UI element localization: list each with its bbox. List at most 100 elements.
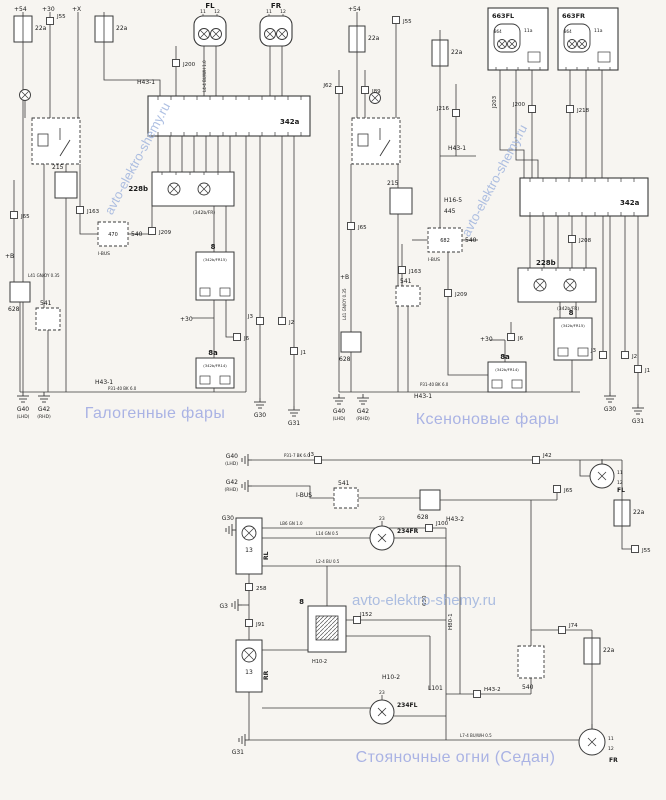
wire-label: L7-4 BU/WH 0.5	[460, 733, 492, 738]
section-title-xenon: Ксеноновые фары	[415, 411, 560, 428]
diagram-label: J55	[402, 19, 412, 25]
sq-j55: J55	[46, 14, 66, 25]
gnd-g31: G31	[632, 404, 644, 425]
box-215: 215	[52, 164, 78, 199]
diagram-label: RL	[263, 551, 270, 560]
fuse-22a: 22a	[348, 25, 380, 53]
diagram-label: (LHD)	[333, 416, 346, 422]
diagram-label: 215	[387, 180, 399, 187]
diagram-label: J6	[243, 336, 250, 342]
relaybox-32	[31, 117, 81, 165]
diagram-label: (RHD)	[356, 416, 370, 422]
diagram-label: 215	[52, 164, 64, 171]
label-h43-1: H43-1	[448, 145, 466, 152]
label-+54: +54	[14, 6, 27, 13]
wire	[103, 42, 161, 96]
diagram-label: (342b/FR14)	[203, 363, 227, 368]
diagram-label: J3	[308, 452, 315, 458]
diagram-label: J200	[182, 62, 196, 68]
gnd-g30: G30	[254, 398, 266, 419]
diagram-label: J208	[578, 238, 592, 244]
label-+b: +B	[5, 253, 14, 260]
diagram-label: 22a	[633, 509, 645, 516]
diagram-label: +30	[180, 316, 193, 323]
diagram-label: 22a	[451, 49, 463, 56]
diagram-label: L2-4 BU 0.5	[316, 559, 340, 564]
fuse-22a: 22a	[583, 637, 615, 665]
pinbox-342a: 342a	[147, 95, 311, 137]
label-i-bus: I-BUS	[296, 492, 312, 499]
diagram-label: (342b/FR14)	[495, 367, 519, 372]
vlabel-h80-1: H80-1	[448, 613, 454, 630]
diagram-label: G30	[222, 515, 234, 522]
sq-j62: J62	[322, 83, 343, 94]
dbox-541: 541	[395, 278, 421, 307]
diagram-label: 8a	[208, 349, 218, 357]
diagram-label: (RHD)	[37, 414, 51, 420]
wire-label: L41 GN/OY 0.35	[342, 288, 347, 320]
sq-j216: J216	[436, 106, 460, 117]
label-l101: L101	[428, 685, 443, 692]
diagram-label: J3	[247, 314, 254, 320]
diagram-label: +X	[72, 6, 81, 13]
diagram-label: (342b/FR)	[193, 210, 215, 216]
diagram-label: 258	[256, 586, 267, 592]
diagram-label: J209	[454, 292, 468, 298]
sq-j200: J200	[172, 59, 196, 68]
sq-j74: J74	[558, 623, 578, 634]
diagram-label: J6	[517, 336, 524, 342]
diagram-label: P31-40 BK 6.0	[420, 382, 449, 387]
vlabel-630: 630	[422, 595, 428, 606]
sq-j3: J3	[590, 348, 607, 359]
diagram-label: J65	[357, 225, 367, 231]
fuse-22a: 22a	[613, 499, 645, 527]
pinbox2-8a: 8a (342b/FR14)	[195, 349, 235, 389]
diagram-label: L41 GN/OY 0.35	[342, 288, 347, 320]
diagram-label: 540	[522, 684, 534, 691]
sq-j3: J3	[247, 314, 264, 325]
sq-j55: J55	[392, 16, 412, 25]
diagram-label: 8	[299, 598, 304, 606]
sq-j55: J55	[631, 545, 651, 554]
diagram-label: G31	[632, 418, 644, 425]
diagram-label: J2	[288, 320, 294, 326]
gnd-g42: G42(RHD)	[37, 392, 51, 420]
diagram-label: L41 GN/OY 0.35	[28, 273, 60, 278]
gndL-g40: G40(LHD)	[225, 453, 252, 467]
diagram-label: FL	[617, 487, 625, 494]
wire	[621, 526, 631, 550]
gnd-g31: G31	[288, 406, 300, 427]
wire	[252, 485, 334, 499]
label-h43-1: H43-1	[95, 379, 113, 386]
diagram-label: (RHD)	[225, 487, 239, 493]
gndL-g30: G30	[222, 515, 236, 536]
diagram-label: G42	[38, 406, 50, 413]
diagram-label: G3	[220, 603, 229, 610]
diagram-label: J62	[322, 83, 332, 89]
diagram-label: 234FL	[397, 702, 418, 709]
diagram-label: 234FR	[397, 528, 419, 535]
gnd-g40: G40(LHD)	[333, 394, 346, 422]
dbox-541: 541	[35, 300, 61, 331]
gndL-g3: G3	[220, 599, 242, 611]
diagram-label: 11a	[594, 28, 603, 34]
diagram-label: G40	[226, 453, 238, 460]
diagram-label: +54	[14, 6, 27, 13]
box-628: 628	[339, 331, 362, 363]
diagram-label: 628	[339, 356, 351, 363]
diagram-label: J65	[20, 214, 30, 220]
sq-j42: J42	[532, 453, 552, 464]
diagram-label: J216	[436, 106, 450, 112]
diagram-label: J163	[86, 209, 100, 215]
sq-j200: J200	[512, 102, 536, 113]
sq-j218: J218	[566, 105, 590, 114]
diagram-label: G31	[232, 749, 244, 756]
diagram-label: FR	[609, 757, 618, 764]
label-h43-1: H43-1	[137, 79, 155, 86]
diagram-label: J152	[359, 612, 372, 618]
gnd-g40: G40(LHD)	[17, 392, 30, 420]
